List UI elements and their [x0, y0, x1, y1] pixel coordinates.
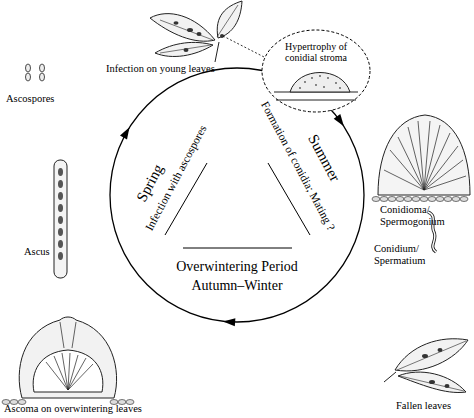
hypertrophy-drawing — [290, 73, 350, 93]
hypertrophy-drawing — [311, 77, 313, 79]
ascus-drawing — [58, 216, 63, 224]
hypertrophy-drawing — [335, 82, 337, 84]
ascoma-drawing — [19, 317, 116, 398]
conidioma-drawing — [452, 197, 460, 202]
ascus-drawing — [58, 252, 63, 260]
conidioma-drawing — [418, 121, 424, 190]
ascus-drawing — [58, 192, 63, 200]
hypertrophy-drawing — [299, 87, 301, 89]
fallen-leaves — [398, 372, 466, 392]
young-leaves — [197, 32, 202, 36]
hypertrophy-drawing — [323, 86, 325, 88]
ascoma-drawing — [46, 353, 93, 390]
conidioma-drawing — [428, 197, 436, 202]
fallen-leaves — [384, 339, 468, 393]
ascus-drawing — [54, 160, 67, 278]
conidioma-drawing — [372, 115, 470, 202]
ascospores-drawing — [26, 64, 45, 81]
season-title: Autumn–Winter — [191, 278, 282, 293]
season-title: Overwintering Period — [176, 259, 298, 274]
conidioma-drawing — [384, 170, 424, 190]
ascoma-drawing — [33, 350, 103, 392]
young-leaves — [160, 5, 238, 53]
ascospores-drawing — [26, 64, 31, 72]
young-leaves — [184, 48, 189, 52]
young-leaves — [150, 1, 242, 62]
young-leaves — [187, 28, 193, 32]
hypertrophy-drawing — [319, 75, 321, 77]
ascoma-drawing — [2, 317, 134, 405]
ascus-drawing — [58, 240, 63, 248]
part-label: Ascus — [24, 246, 50, 258]
conidioma-drawing — [380, 197, 388, 202]
conidioma-drawing — [388, 197, 396, 202]
ascoma-drawing — [60, 322, 76, 348]
conidioma-drawing — [460, 197, 468, 202]
young-leaves — [217, 1, 242, 38]
conidioma-drawing — [436, 197, 444, 202]
fallen-leaves — [422, 354, 428, 358]
conidioma-drawing — [424, 160, 463, 190]
hypertrophy-drawing — [327, 77, 329, 79]
season-dividers — [165, 163, 310, 248]
conidioma-drawing — [404, 197, 412, 202]
part-label: Conidioma/ Spermogonium — [380, 204, 460, 227]
conidioma-drawing — [378, 115, 470, 195]
conidioma-drawing — [444, 197, 452, 202]
conidioma-drawing — [424, 125, 440, 190]
conidioma-drawing — [384, 121, 466, 190]
young-leaves — [215, 42, 219, 62]
conidioma-drawing — [372, 197, 468, 202]
ascospores-drawing — [26, 73, 31, 81]
part-label: Infection on young leaves — [106, 63, 215, 75]
fallen-leaves — [438, 348, 443, 352]
ascospores-drawing — [40, 73, 45, 81]
hypertrophy-drawing — [274, 73, 358, 101]
ascospores-drawing — [40, 64, 45, 72]
ascus-drawing — [58, 168, 63, 260]
fallen-leaves — [384, 372, 396, 382]
young-leaves — [174, 21, 179, 25]
cycle-arrowheads — [120, 114, 344, 326]
inset-caption: Hypertrophy of conidial stroma — [276, 41, 356, 63]
conidioma-drawing — [412, 197, 420, 202]
hypertrophy-drawing — [315, 84, 317, 86]
inset-circle: Hypertrophy of conidial stroma — [262, 30, 370, 112]
part-label: Ascoma on overwintering leaves — [4, 403, 142, 415]
ascoma-drawing — [46, 322, 93, 390]
young-leaves — [155, 42, 213, 56]
part-label: Fallen leaves — [396, 400, 451, 412]
ascus-drawing — [54, 160, 67, 278]
ascus-drawing — [58, 228, 63, 236]
part-label: Ascospores — [6, 93, 54, 105]
inset-leader — [223, 36, 266, 58]
part-label: Conidium/ Spermatium — [374, 243, 434, 266]
fallen-leaves — [397, 341, 466, 391]
hypertrophy-drawing — [339, 87, 341, 89]
fallen-leaves — [422, 348, 450, 388]
fallen-leaves — [445, 384, 450, 388]
ascus-drawing — [58, 204, 63, 212]
fallen-leaves — [429, 380, 435, 384]
conidioma-drawing — [424, 176, 466, 190]
conidioma-drawing — [420, 197, 428, 202]
young-leaves — [174, 21, 225, 52]
conidioma-drawing — [396, 197, 404, 202]
season-dividers — [183, 248, 292, 249]
inset-circle-shape — [262, 30, 370, 112]
conidioma-drawing — [372, 197, 380, 202]
ascus-drawing — [58, 168, 63, 176]
hypertrophy-drawing — [304, 81, 306, 83]
ascus-drawing — [58, 180, 63, 188]
hypertrophy-drawing — [299, 75, 341, 89]
hypertrophy-drawing — [274, 92, 358, 100]
